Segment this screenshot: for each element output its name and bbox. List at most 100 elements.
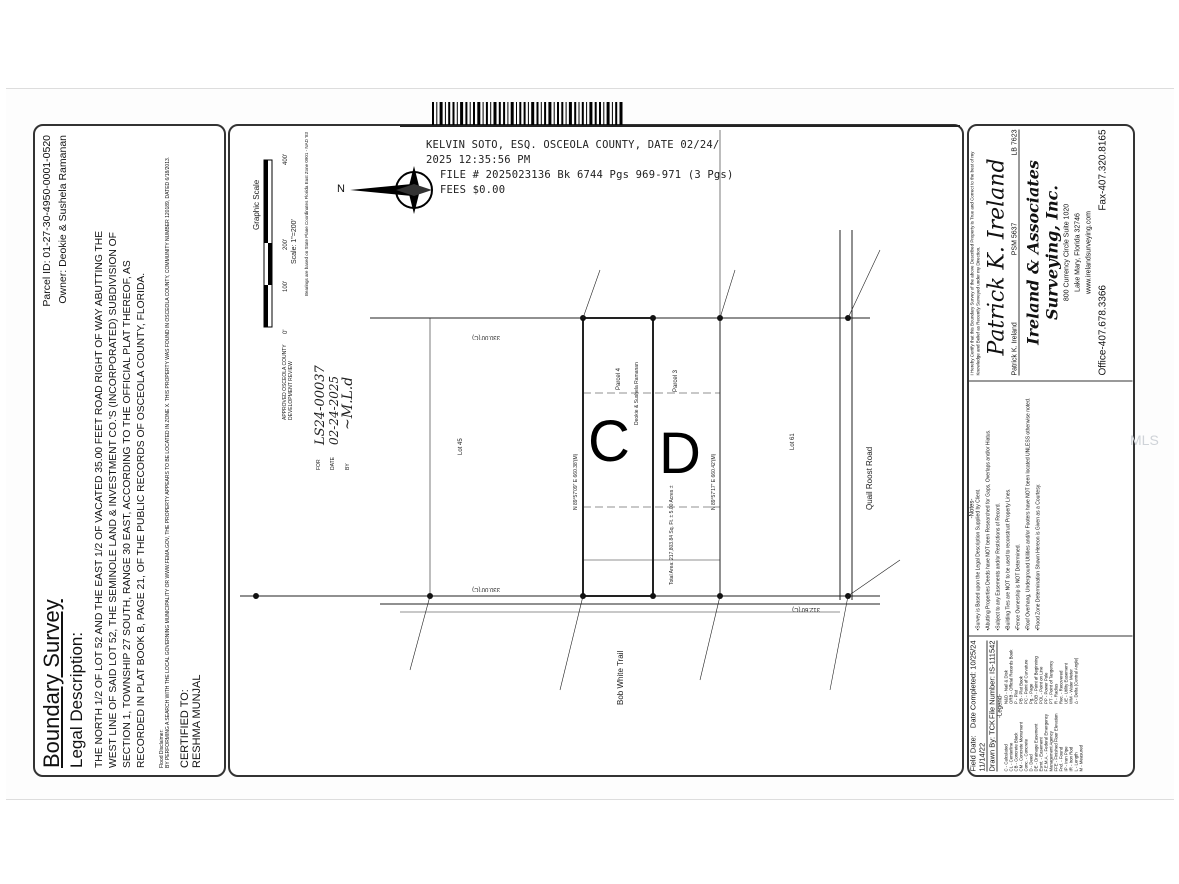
barcode-bar [482,102,484,126]
barcode-bar [615,102,618,126]
bearing-west-line: N 89°57'09" E 660.38'(M) [573,453,579,510]
barcode-bar [536,102,539,126]
barcode-bar [581,102,584,126]
note-item: •Roof Overhang, Underground Utilities an… [1025,397,1032,631]
barcode-bar [452,102,455,126]
parcel-c-label: C [588,409,630,474]
bearings-note: Bearings are based on State Plane Coordi… [304,132,309,296]
barcode-bar [448,102,451,126]
barcode-bar [485,102,488,126]
note-item: •Flood Zone Determination Shown Hereon i… [1035,483,1042,631]
barcode-bar [439,102,443,126]
barcode-bar [519,102,522,126]
barcode-bar [548,102,552,126]
barcode-bar [477,102,481,126]
barcode-bar [516,102,517,126]
approval-by-label: BY [345,463,351,470]
approval-date-label: DATE [330,457,336,470]
psm-number: PSM 5637 [1011,222,1019,256]
barcode-bar [606,102,610,126]
scale-tick-400: 400' [283,153,289,165]
note-item: •Fence Ownership is NOT Determined. [1015,544,1022,631]
legend-item: F.E.M.A. - Federal Emergency Management … [1043,713,1054,772]
note-item: •Survey is Based upon the Legal Descript… [975,488,982,631]
stamp-line-3: FILE # 2025023136 Bk 6744 Pgs 969-971 (3… [440,169,734,181]
approval-for-label: FOR [316,459,322,470]
barcode-bar [553,102,555,126]
bearing-east-line: N 89°57'17" E 660.42'(M) [711,453,717,510]
barcode-bar [531,102,535,126]
barcode-bar [557,102,559,126]
barcode-bar [493,102,497,126]
surveyor-name: Patrick K. Ireland [1011,322,1019,376]
barcode-bar [540,102,542,126]
distance-bottom: 330.00'(C) [472,586,500,592]
barcode-bar [465,102,468,126]
parcel-d-label: D [659,421,701,486]
barcode-bar [469,102,471,126]
barcode-bar [594,102,597,126]
company-name: Ireland & Associates Surveying, Inc. [1023,160,1062,345]
barcode-bar [490,102,492,126]
lb-number: LB 7623 [1011,129,1019,156]
north-arrow-icon [350,166,433,214]
barcode-bar [544,102,547,126]
barcode-bar [599,102,601,126]
office-phone: Office-407.678.3366 [1097,285,1109,376]
website: www.irelandsurveying.com [1085,211,1093,294]
scale-text: Scale: 1"=200' [291,219,298,264]
note-item: •Building Ties are NOT to be used to rec… [1005,488,1012,631]
barcode-bar [578,102,580,126]
barcode-bar [586,102,588,126]
scale-tick-200: 200' [283,238,289,250]
stamp-line-2: 2025 12:35:56 PM [426,154,531,166]
approval-heading: APPROVED OSCEOLA COUNTY DEVELOPMENT REVI… [282,344,294,420]
barcode-bar [611,102,613,126]
lot-45-label: Lot 45 [458,438,464,455]
scale-tick-100: 100' [283,280,289,292]
note-item: •Abutting Properties Deeds have NOT been… [985,429,992,631]
barcode-bar [432,102,434,126]
barcode-bar [574,102,577,126]
recording-stamp: KELVIN SOTO, ESQ. OSCEOLA COUNTY, DATE 0… [426,138,733,198]
barcode-bar [527,102,529,126]
lot-61-label: Lot 61 [790,433,796,450]
legal-description-panel: Parcel ID: 01-27-30-4950-0001-0520 Owner… [33,124,226,777]
approval-for-value: LS24-00037 [313,365,328,445]
bob-white-trail-label: Bob White Trail [616,650,625,705]
certification: I Hereby Certify that this Boundary Surv… [969,151,981,376]
parcel-4-owner: Deokie & Sushela Ramanan [634,362,640,425]
mls-watermark: MLS [1130,432,1159,448]
barcode-bar [444,102,446,126]
surveyor-signature: Patrick K. Ireland [984,158,1010,356]
barcode-bar [568,102,572,126]
barcode-bar [561,102,564,126]
distance-road: 312.60'(C) [792,606,820,612]
barcode-bar [510,102,514,126]
barcode-bar [436,102,438,126]
stamp-line-4: FEES $0.00 [440,184,506,196]
north-label: N [337,183,345,195]
legend-item: M - Measured [1078,744,1084,772]
notes-list: •Survey is Based upon the Legal Descript… [976,387,1043,631]
barcode [432,102,623,126]
file-number: File Number: IS-111542 [987,640,997,720]
parcel-3-label: Parcel 3 [673,369,679,392]
barcode-bar [507,102,509,126]
graphic-scale-title: Graphic Scale [252,179,261,230]
address-line-1: 800 Currency Circle Suite 1020 [1063,203,1071,302]
stamp-line-1: KELVIN SOTO, ESQ. OSCEOLA COUNTY, DATE 0… [426,139,720,151]
barcode-bar [565,102,567,126]
distance-top: 330.00'(C) [472,334,500,340]
barcode-bar [503,102,506,126]
barcode-bar [589,102,593,126]
date-completed: Date Completed: 10/25/24 [968,640,978,729]
barcode-bar [603,102,605,126]
total-area-label: Total Area: 217,803.84 Sq. Ft. ± 5.00 Ac… [669,485,675,585]
drawn-by: Drawn By: TCK [987,719,997,772]
barcode-bar [523,102,526,126]
quail-roost-road-label: Quail Roost Road [865,446,874,510]
